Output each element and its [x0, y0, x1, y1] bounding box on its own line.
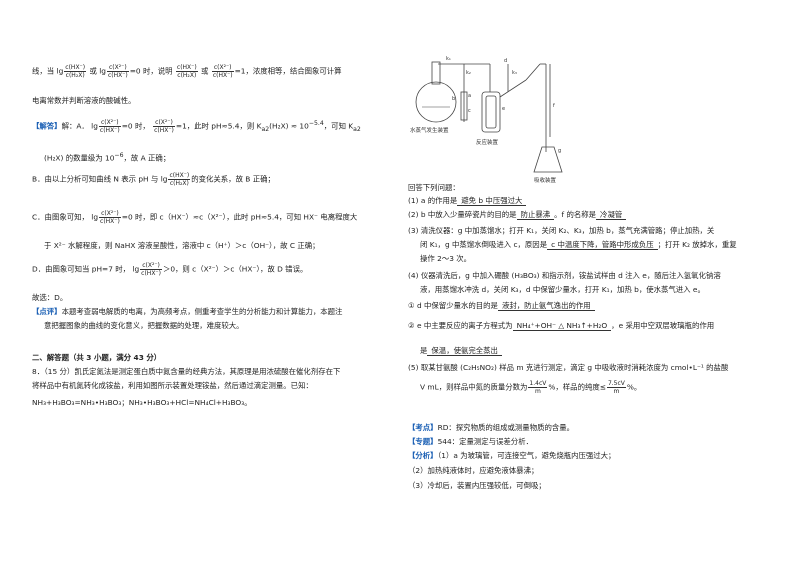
label-g: g — [558, 148, 561, 154]
label-k3: k₃ — [512, 70, 517, 76]
line-2: 电离常数并判断溶液的酸碱性。 — [32, 96, 136, 105]
line-9: 故选：D。 — [32, 293, 68, 302]
r-line-10: 是保温，使氨完全蒸出 — [420, 345, 502, 356]
line-12: 8．（15 分）凯氏定氮法是测定蛋白质中氮含量的经典方法，其原理是用浓硫酸在催化… — [32, 367, 341, 376]
r-zhuanti: 【专题】544：定量测定与误差分析． — [408, 437, 533, 446]
r-line-1: (1) a 的作用是避免 b 中压强过大 — [408, 195, 527, 206]
steam-generator-flask — [415, 61, 457, 123]
line-7: 于 X²⁻ 水解程度，则 NaHX 溶液呈酸性，溶液中 c（H⁺）＞c（OH⁻）… — [44, 241, 320, 250]
line-13: 将样品中有机氮转化成铵盐，利用如图所示装置处理铵盐，然后通过滴定测量。已知： — [32, 381, 313, 390]
label-f: f — [553, 103, 555, 109]
r-line-8: ① d 中保留少量水的目的是液封，防止氨气逸出的作用 — [408, 300, 595, 311]
line-10: 【点评】本题考查弱电解质的电离，为高频考点，侧重考查学生的分析能力和计算能力，本… — [32, 307, 343, 316]
r-fenxi-2: （2）加热纯液体时，应避免液体暴沸； — [408, 466, 539, 475]
line-4: (H₂X) 的数量级为 10−6，故 A 正确； — [44, 152, 171, 163]
r-line-3: (3) 清洗仪器：g 中加蒸馏水；打开 K₁，关闭 K₂、K₃，加热 b，蒸气充… — [408, 226, 715, 235]
r-line-2: (2) b 中放入少量碎瓷片的目的是防止暴沸。f 的名称是冷凝管 — [408, 209, 627, 220]
caption-steam: 水蒸气发生装置 — [410, 126, 449, 134]
label-k1: k₁ — [446, 56, 451, 62]
line-11: 意把握图象的曲线的变化意义，把握数据的处理，难度较大。 — [44, 321, 244, 330]
label-k2: k₂ — [466, 70, 471, 76]
label-c: c — [468, 108, 471, 114]
caption-reaction: 反应装置 — [476, 138, 499, 146]
label-e: e — [502, 106, 505, 112]
answer-tag: 【解答】 — [32, 121, 62, 131]
comment-tag: 【点评】 — [32, 307, 62, 316]
tubes — [438, 63, 563, 173]
section-heading: 二、解答题（共 3 小题，满分 43 分） — [32, 353, 162, 362]
r-fenxi-3: （3）冷却后，装置内压强较低，可倒吸； — [408, 481, 546, 490]
r-question: 回答下列问题： — [408, 183, 460, 192]
r-line-6: (4) 仪器清洗后，g 中加入硼酸 (H₃BO₃) 和指示剂，铵盐试样由 d 注… — [408, 271, 721, 280]
label-d: d — [504, 58, 507, 64]
caption-absorption: 吸收装置 — [534, 176, 557, 184]
r-fenxi: 【分析】（1）a 为玻璃管，可连接空气，避免烧瓶内压强过大； — [408, 451, 616, 460]
r-kaodian: 【考点】RD：探究物质的组成或测量物质的含量。 — [408, 423, 575, 432]
r-line-7: 液，用蒸馏水冲洗 d，关闭 K₃，d 中保留少量水，打开 K₁，加热 b，使水蒸… — [420, 285, 705, 294]
line-14: NH₃+H₃BO₃=NH₃•H₃BO₃；NH₃•H₃BO₃+HCl=NH₄Cl+… — [32, 398, 252, 407]
label-b: b — [452, 96, 455, 102]
label-a: a — [468, 93, 471, 99]
r-line-11: (5) 取某甘氨酸 (C₂H₅NO₂) 样品 m 克进行测定，滴定 g 中吸收液… — [408, 363, 729, 372]
apparatus-diagram: k₁ k₂ d k₃ a b c e f g 水蒸气发生装置 反应装置 吸收装置 — [410, 56, 563, 184]
r-line-5: 操作 2～3 次。 — [420, 254, 472, 263]
